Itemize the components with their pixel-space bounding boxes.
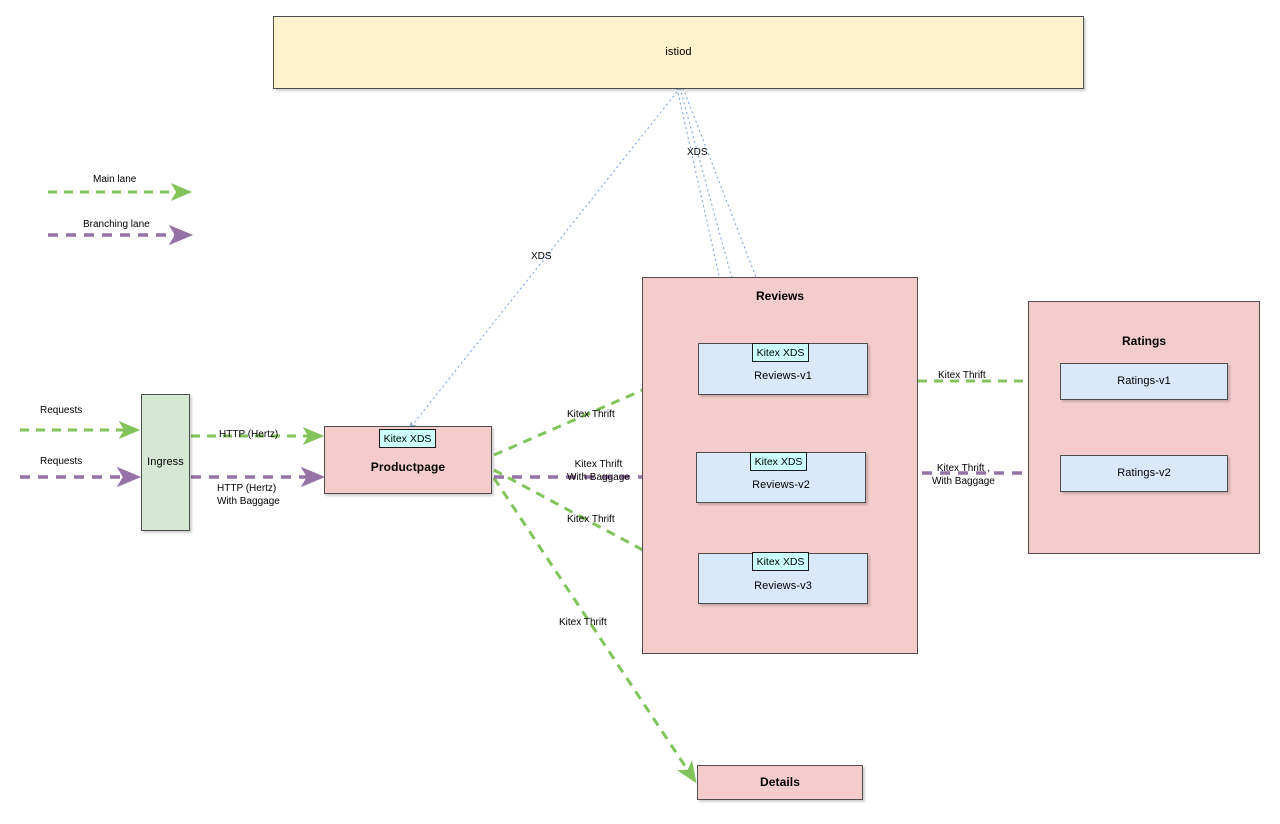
edge-label-reviews-v1-ratings-v1: Kitex Thrift [938,370,986,381]
edge-label-reviews-v2-ratings-v2: Kitex Thrift , With Baggage [932,463,995,487]
group-ratings: Ratings [1028,301,1260,554]
node-istiod-label: istiod [665,45,692,58]
node-ratings-v1[interactable]: Ratings-v1 [1060,363,1228,400]
edge-label-productpage-reviews-v1: Kitex Thrift [567,409,615,420]
node-istiod[interactable]: istiod [273,16,1084,89]
edge-label-productpage-details: Kitex Thrift [559,617,607,628]
edge-label-http-hertz: HTTP (Hertz) [219,429,279,440]
node-productpage-label: Productpage [370,459,446,474]
productpage-kitex-xds-label: Kitex XDS [383,432,432,445]
node-ratings-v2[interactable]: Ratings-v2 [1060,455,1228,492]
group-reviews-title: Reviews [755,289,805,303]
node-ingress-label: Ingress [147,455,184,468]
node-details-label: Details [759,775,801,789]
node-reviews-v1-label: Reviews-v1 [754,370,812,383]
edge-label-productpage-reviews-v3: Kitex Thrift [567,514,615,525]
reviews-v3-kitex-xds-chip[interactable]: Kitex XDS [752,552,809,571]
group-ratings-title: Ratings [1121,334,1166,348]
node-reviews-v3-label: Reviews-v3 [754,579,812,592]
node-ratings-v2-label: Ratings-v2 [1117,466,1171,479]
node-ratings-v1-label: Ratings-v1 [1117,374,1171,387]
productpage-kitex-xds-chip[interactable]: Kitex XDS [379,429,436,448]
node-reviews-v2-label: Reviews-v2 [752,478,810,491]
reviews-v2-kitex-xds-chip[interactable]: Kitex XDS [750,452,807,471]
reviews-v1-kitex-xds-label: Kitex XDS [756,346,805,359]
edge-label-xds-productpage: XDS [531,251,552,262]
node-ingress[interactable]: Ingress [141,394,190,531]
legend-label-branching-lane: Branching lane [83,219,150,230]
reviews-v2-kitex-xds-label: Kitex XDS [754,455,803,468]
node-reviews-v2[interactable]: Reviews-v2 [696,452,866,503]
edge-label-requests-branching: Requests [40,456,83,467]
edge-label-http-hertz-baggage: HTTP (Hertz) With Baggage [217,483,280,507]
legend-label-main-lane: Main lane [93,174,137,185]
reviews-v1-kitex-xds-chip[interactable]: Kitex XDS [752,343,809,362]
edge-label-xds-reviews: XDS [687,147,708,158]
edge-label-requests-main: Requests [40,405,83,416]
node-details[interactable]: Details [697,765,863,800]
edge-label-productpage-reviews-v2: Kitex Thrift With Baggage [567,459,630,483]
reviews-v3-kitex-xds-label: Kitex XDS [756,555,805,568]
